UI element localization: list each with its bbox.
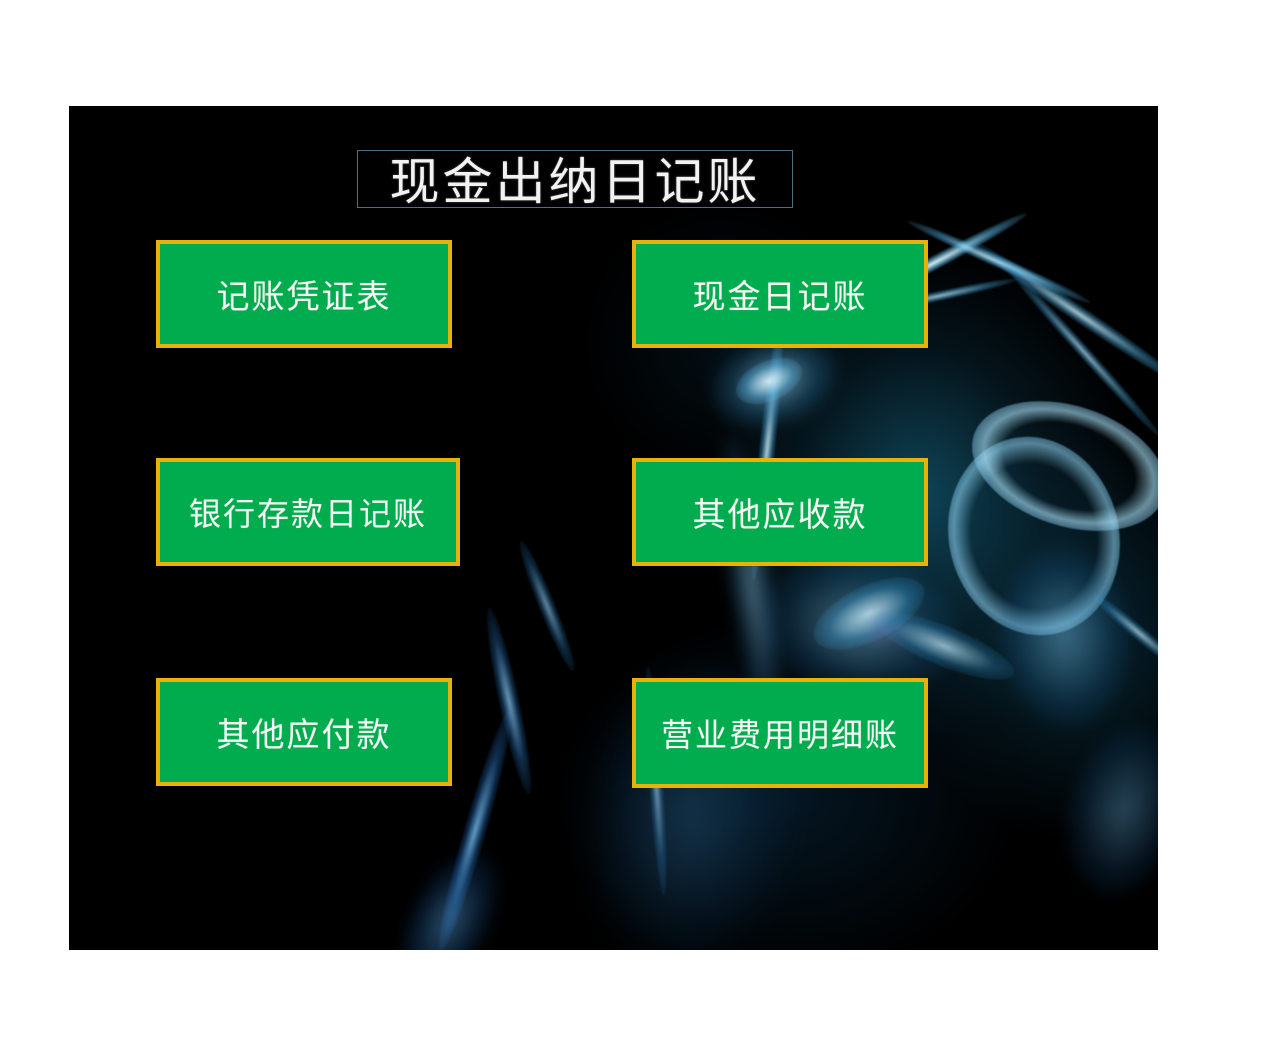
bank-deposit-journal-button-label: 银行存款日记账 <box>188 496 427 532</box>
other-receivables-button-label: 其他应收款 <box>692 498 868 534</box>
cash-journal-button-label: 现金日记账 <box>692 280 868 316</box>
bank-deposit-journal-button[interactable]: 银行存款日记账 <box>156 458 460 566</box>
other-payables-button-label: 其他应付款 <box>216 718 392 754</box>
presentation-slide: 现金出纳日记账 记账凭证表 现金日记账 银行存款日记账 其他应收款 其他应付款 … <box>69 106 1158 950</box>
other-receivables-button[interactable]: 其他应收款 <box>632 458 928 566</box>
other-payables-button[interactable]: 其他应付款 <box>156 678 452 786</box>
page-title: 现金出纳日记账 <box>389 154 761 210</box>
voucher-table-button[interactable]: 记账凭证表 <box>156 240 452 348</box>
cash-journal-button[interactable]: 现金日记账 <box>632 240 928 348</box>
voucher-table-button-label: 记账凭证表 <box>216 280 392 316</box>
operating-expense-ledger-button-label: 营业费用明细账 <box>660 717 899 753</box>
operating-expense-ledger-button[interactable]: 营业费用明细账 <box>632 678 928 788</box>
